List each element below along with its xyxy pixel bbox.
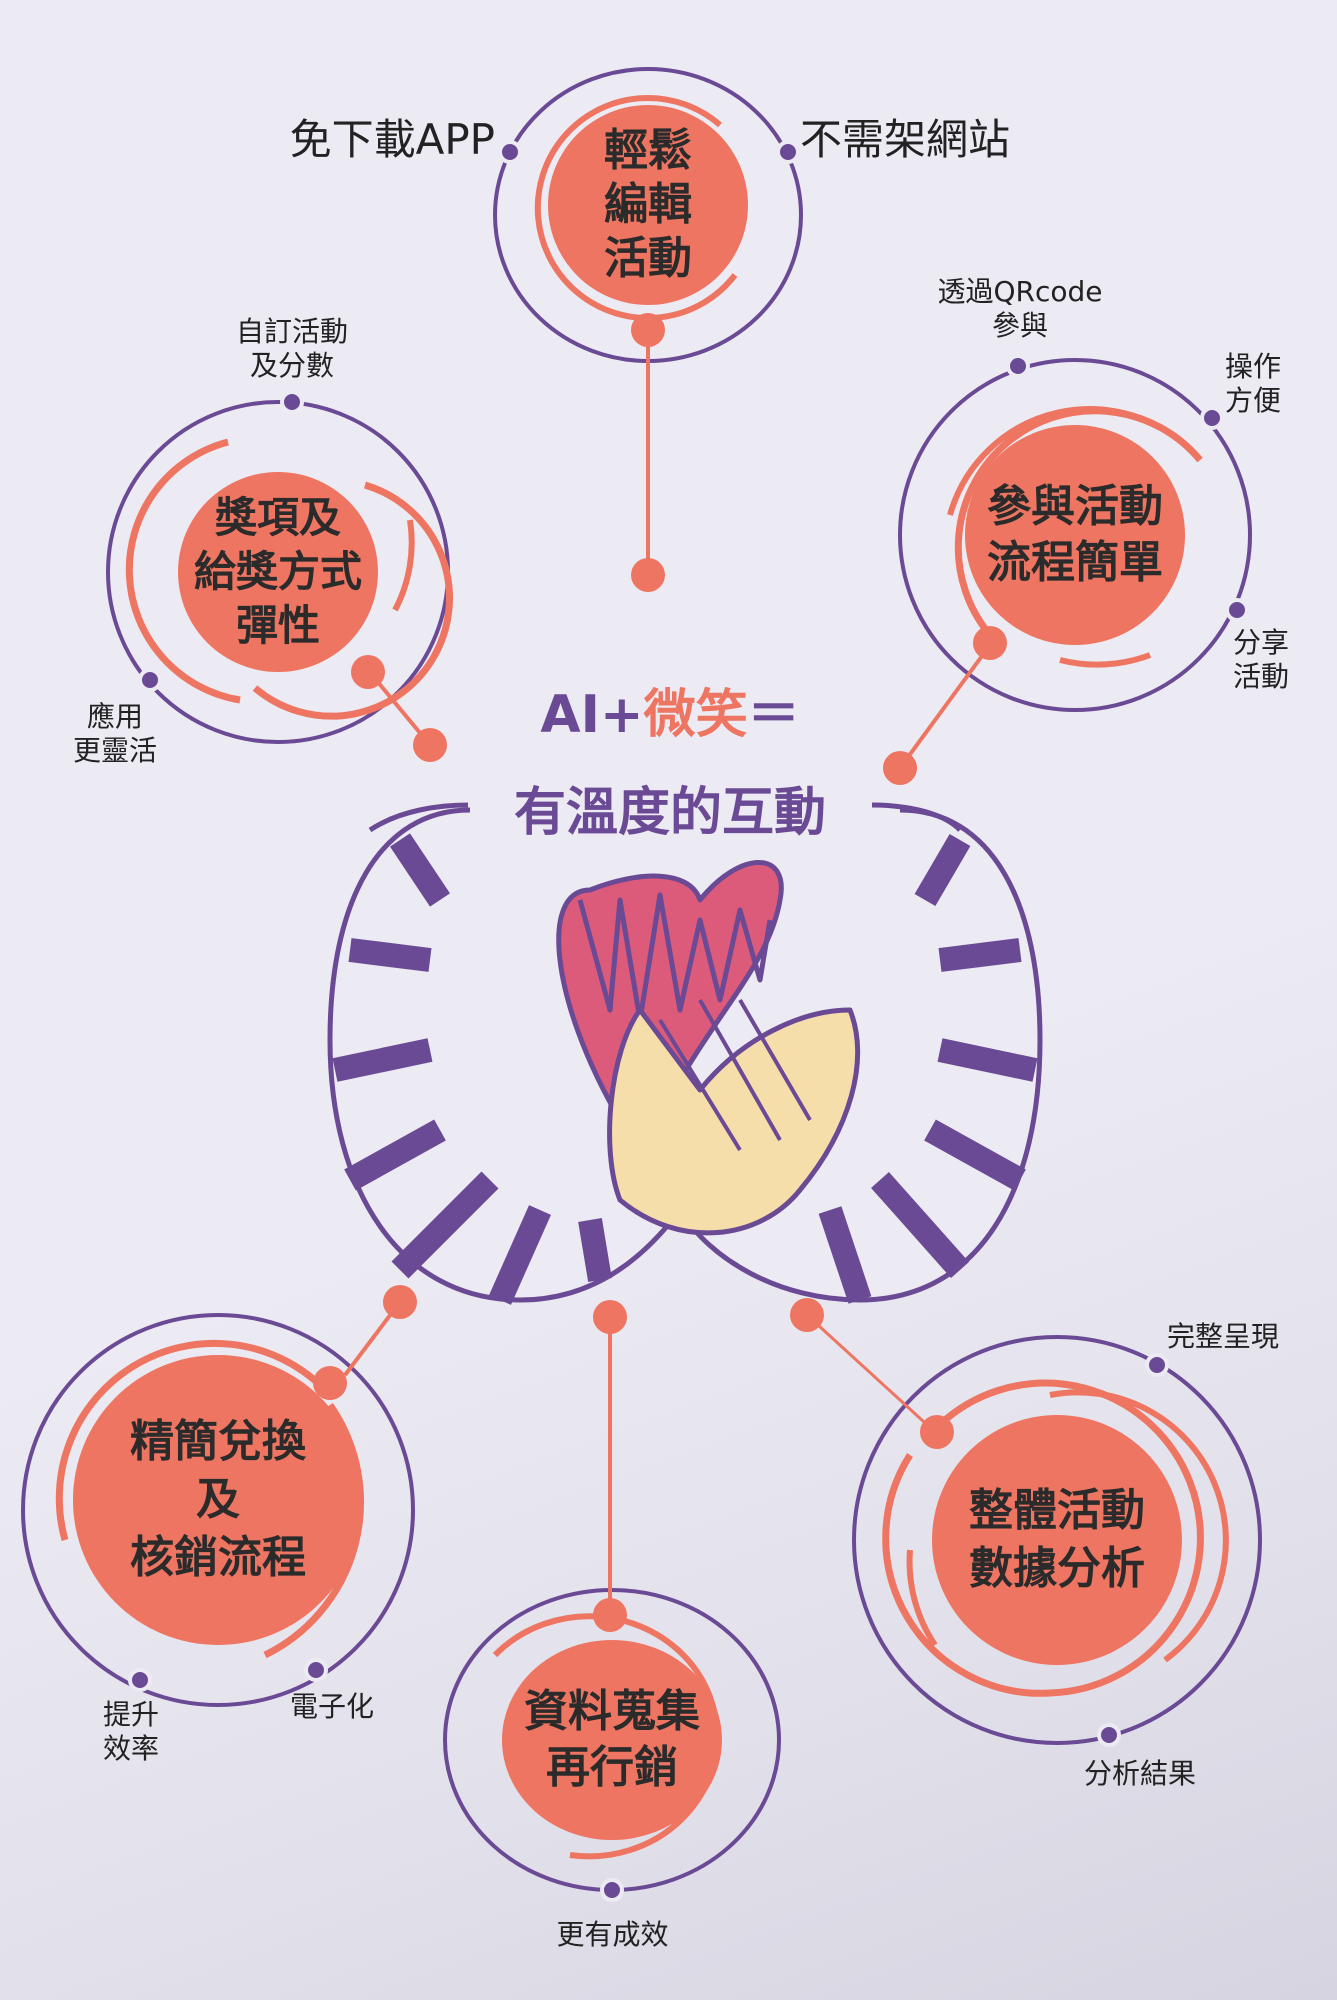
node-top-rings (493, 67, 803, 575)
node-bottom-left-disk (73, 1355, 363, 1645)
tag-flexible-use: 應用 更靈活 (72, 700, 157, 767)
node-left-disk (178, 472, 378, 672)
node-left-rings (106, 400, 453, 747)
headline: AI+微笑＝ (440, 672, 900, 747)
node-top-disk (548, 105, 748, 305)
tag-easy-operation: 操作 方便 (1224, 350, 1281, 417)
headline-subtitle: 有溫度的互動 (513, 783, 826, 843)
tag-qrcode-join: 透過QRcode 參與 (937, 275, 1103, 342)
headline-equals: ＝ (747, 685, 800, 745)
node-bottom-right-label: 整體活動 數據分析 (969, 1485, 1145, 1594)
node-left-label: 獎項及 給獎方式 彈性 (193, 493, 362, 650)
hands-heart-hug-icon (327, 807, 1043, 1305)
tag-digitalize: 電子化 (289, 1690, 374, 1723)
tag-analysis-results: 分析結果 (1083, 1757, 1196, 1790)
tag-share-activity: 分享 活動 (1232, 626, 1289, 693)
node-bottom-right-disk (932, 1415, 1182, 1665)
headline-ai: AI+ (540, 685, 644, 745)
tag-improve-efficiency: 提升 效率 (102, 1698, 159, 1765)
node-bottom-center-label: 資料蒐集 再行銷 (524, 1686, 700, 1793)
headline-smile: 微笑 (643, 685, 748, 745)
tag-custom-activity-score: 自訂活動 及分數 (235, 315, 348, 382)
tag-no-app-download: 免下載APP (289, 115, 495, 164)
node-right-disk (965, 425, 1185, 645)
tag-complete-presentation: 完整呈現 (1166, 1320, 1279, 1353)
node-top-label: 輕鬆 編輯 活動 (604, 125, 692, 284)
tag-more-effective: 更有成效 (556, 1918, 669, 1951)
node-right-rings (898, 358, 1252, 770)
node-bottom-center-disk (502, 1640, 722, 1840)
node-bottom-right-rings (805, 1313, 1262, 1745)
node-bottom-left-label: 精簡兌換 及 核銷流程 (130, 1416, 306, 1583)
node-right-label: 參與活動 流程簡單 (987, 481, 1163, 588)
tag-no-website-needed: 不需架網站 (800, 115, 1011, 164)
